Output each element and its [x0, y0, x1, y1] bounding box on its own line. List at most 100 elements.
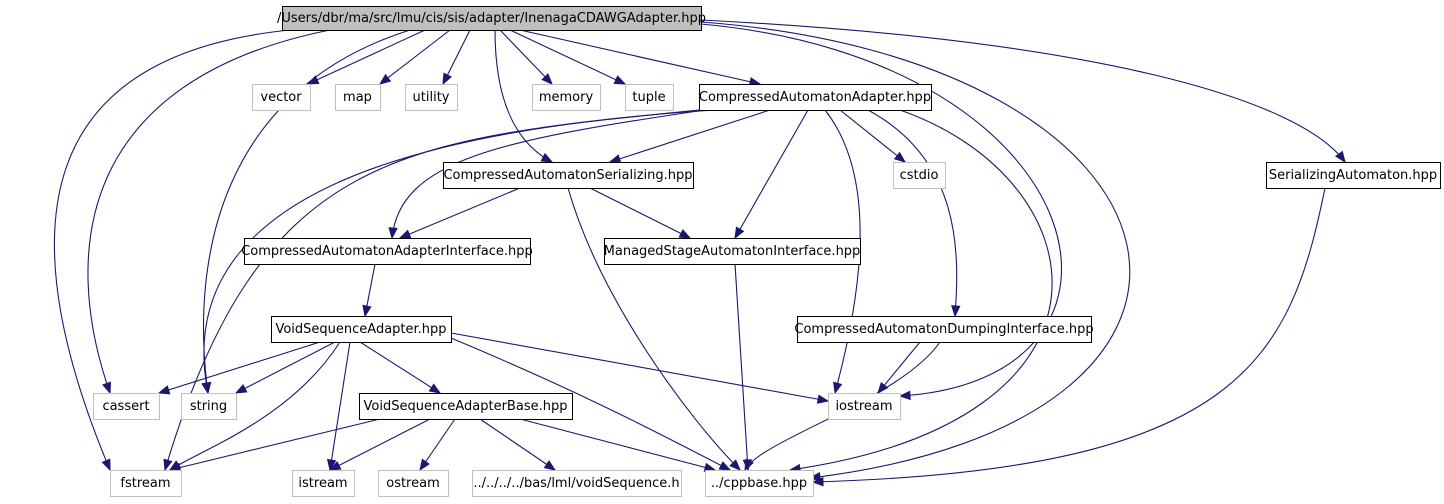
node-iostream: iostream: [828, 393, 901, 420]
edge-msai-to-cppbase: [734, 263, 753, 472]
node-map: map: [335, 84, 381, 111]
node-box: [378, 470, 449, 497]
arrowhead-icon: [729, 459, 741, 471]
edge-line: [734, 109, 809, 239]
node-caa[interactable]: CompressedAutomatonAdapter.hpp: [699, 84, 932, 111]
node-box: [699, 84, 932, 111]
edge-caa-to-msai: [734, 109, 809, 240]
edge-caa-to-string: [201, 109, 716, 395]
edge-line: [867, 109, 958, 317]
arrowhead-icon: [163, 458, 173, 472]
node-box: [893, 162, 946, 189]
arrowhead-icon: [306, 75, 320, 85]
edge-cadi-to-iostream: [877, 341, 921, 395]
node-label: cstdio: [900, 168, 939, 183]
arrowhead-icon: [893, 151, 907, 163]
edge-line: [399, 187, 521, 239]
edge-vsab-to-istream: [328, 418, 431, 471]
node-label: CompressedAutomatonAdapterInterface.hpp: [241, 244, 533, 259]
edge-line: [203, 29, 411, 394]
node-box: [1266, 162, 1441, 189]
arrowhead-icon: [718, 461, 732, 471]
edge-main-to-cassert: [87, 29, 331, 395]
node-memory: memory: [532, 84, 601, 111]
edge-main-to-map: [378, 29, 451, 85]
edge-line: [700, 21, 1131, 479]
edge-main-to-cppbase: [700, 21, 1131, 482]
node-cas[interactable]: CompressedAutomatonSerializing.hpp: [443, 162, 694, 189]
node-vector: vector: [252, 84, 311, 111]
node-label: fstream: [120, 476, 170, 491]
node-label: string: [190, 399, 227, 414]
node-caai[interactable]: CompressedAutomatonAdapterInterface.hpp: [241, 238, 533, 265]
arrowhead-icon: [428, 383, 442, 394]
edge-line: [169, 341, 341, 471]
node-cadi[interactable]: CompressedAutomatonDumpingInterface.hpp: [794, 316, 1094, 343]
edge-line: [479, 418, 556, 471]
edge-sa-to-cppbase: [811, 187, 1326, 487]
node-box: [271, 316, 452, 343]
node-string: string: [181, 393, 237, 420]
edge-vsa-to-istream: [326, 341, 351, 472]
node-main[interactable]: /Users/dbr/ma/src/lmu/cis/sis/adapter/In…: [277, 6, 706, 31]
edge-line: [235, 341, 336, 394]
arrowhead-icon: [419, 458, 430, 472]
edge-vsab-to-fstream: [168, 418, 381, 473]
edge-main-to-sa: [700, 19, 1346, 164]
edge-caa-to-cstdio: [839, 109, 907, 163]
edge-line: [839, 109, 906, 163]
edge-cas-to-msai: [589, 187, 692, 239]
edge-caa-to-cas: [608, 109, 771, 164]
arrowhead-icon: [744, 458, 754, 472]
node-voidseq: ../../../../bas/lml/voidSequence.h: [472, 470, 682, 497]
node-box: [110, 470, 182, 497]
edge-line: [812, 187, 1326, 483]
node-box: [405, 84, 458, 111]
edge-vsab-to-ostream: [419, 418, 456, 472]
node-sa[interactable]: SerializingAutomaton.hpp: [1266, 162, 1441, 189]
node-box: [472, 470, 682, 497]
edge-vsab-to-voidseq: [479, 418, 557, 471]
edge-line: [509, 29, 626, 85]
edge-line: [734, 263, 749, 471]
node-istream: istream: [292, 470, 355, 497]
edge-caa-to-caai: [388, 109, 706, 240]
node-box: [282, 6, 702, 31]
edge-main-to-cas: [494, 29, 554, 163]
node-box: [252, 84, 311, 111]
node-label: VoidSequenceAdapter.hpp: [275, 322, 446, 337]
edge-line: [499, 29, 553, 85]
edge-line: [379, 29, 451, 85]
edge-line: [158, 341, 321, 394]
arrowhead-icon: [898, 390, 911, 401]
edges-layer: [53, 19, 1346, 487]
edge-line: [391, 109, 706, 239]
node-cppbase: ../cppbase.hpp: [705, 470, 814, 497]
node-label: ostream: [386, 476, 440, 491]
node-label: /Users/dbr/ma/src/lmu/cis/sis/adapter/In…: [277, 11, 706, 26]
arrowhead-icon: [101, 458, 111, 472]
node-cassert: cassert: [93, 393, 160, 420]
arrowhead-icon: [877, 381, 889, 395]
edge-line: [329, 341, 351, 471]
edge-vsa-to-vsab: [359, 341, 442, 394]
arrowhead-icon: [362, 304, 372, 318]
node-vsa[interactable]: VoidSequenceAdapter.hpp: [271, 316, 452, 343]
edge-line: [450, 337, 731, 471]
edge-vsa-to-string: [234, 341, 336, 394]
node-box: [93, 393, 160, 420]
node-msai[interactable]: ManagedStageAutomatonInterface.hpp: [604, 238, 861, 265]
node-vsab[interactable]: VoidSequenceAdapterBase.hpp: [359, 393, 573, 420]
arrowhead-icon: [734, 226, 745, 240]
arrowhead-icon: [234, 383, 248, 394]
node-ostream: ostream: [378, 470, 449, 497]
edge-line: [789, 109, 1053, 471]
arrowhead-icon: [201, 381, 211, 395]
arrowhead-icon: [328, 461, 342, 471]
node-box: [181, 393, 237, 420]
arrowhead-icon: [102, 381, 112, 395]
edge-caai-to-vsa: [362, 263, 376, 318]
edge-line: [329, 418, 431, 471]
arrowhead-icon: [678, 229, 692, 239]
